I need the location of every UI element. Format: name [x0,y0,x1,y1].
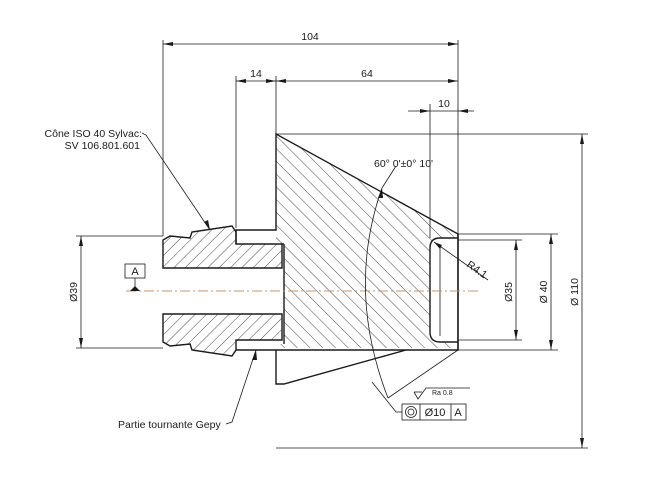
shank-lower-hatch [163,314,282,356]
shank-upper-hatch [163,226,282,268]
rotating-part-note: Partie tournante Gepy [118,349,257,431]
dim-35-label: Ø35 [503,282,515,302]
shank-upper-outline [162,225,283,269]
dim-shank-diameter: Ø39 [68,236,83,348]
dim-flange-diameter: Ø 110 [569,134,584,448]
main-body-lower-hatch [276,290,458,348]
cone-label-line1: Cône ISO 40 Sylvac: [45,128,142,140]
dim-14-label: 14 [250,68,262,80]
dim-nose-diameter: Ø 40 [538,234,553,350]
bore-outline [429,237,458,343]
main-body-section [235,132,459,385]
dim-angle-label: 60° 0'±0° 10' [374,158,433,170]
dim-bore-diameter: Ø35 [503,240,518,340]
concentricity-icon [405,406,417,418]
gdt-datum: A [454,407,462,419]
extension-lines [76,40,588,449]
main-body-upper-hatch [276,134,458,290]
dim-cone-angle: 60° 0'±0° 10' [364,158,459,399]
dim-104-label: 104 [301,31,319,43]
dim-recess-depth: 10 [408,98,474,113]
cone-skirt-outline [275,349,407,385]
dim-shank-length: 14 [236,68,276,83]
shank-section [162,225,285,357]
dim-10-label: 10 [438,98,450,110]
dim-overall-length: 104 [163,31,458,46]
dim-110-label: Ø 110 [569,278,581,306]
dim-body-length: 64 [276,68,458,83]
surface-finish-symbol: Ra 0.8 [413,387,470,400]
rotating-part-label: Partie tournante Gepy [118,419,221,431]
dim-64-label: 64 [361,68,373,80]
dim-r41-label: R4.1 [464,259,489,282]
surface-finish-label: Ra 0.8 [432,390,453,397]
shank-lower-outline [162,313,283,357]
datum-a-label: A [131,266,139,278]
datum-a-symbol: A [124,263,146,291]
gdt-tolerance: Ø10 [425,407,446,419]
gdt-feature-control-frame: Ø10 A [371,381,467,421]
cone-note: Cône ISO 40 Sylvac: SV 106.801.601 [45,128,211,231]
cone-label-line2: SV 106.801.601 [65,140,140,152]
dim-39-label: Ø39 [68,282,80,302]
dim-fillet-radius: R4.1 [433,241,489,282]
dim-40-label: Ø 40 [538,280,550,303]
